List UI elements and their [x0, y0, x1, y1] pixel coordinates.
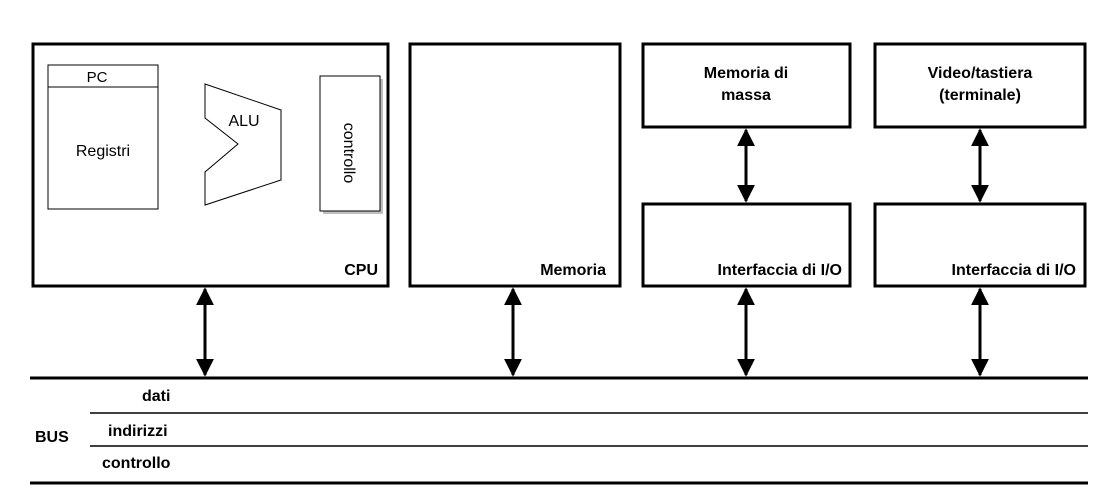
system-bus: BUS dati indirizzi controllo: [30, 376, 1088, 485]
registers-block: PC Registri: [47, 64, 159, 210]
bus-line-data-label: dati: [142, 388, 170, 405]
pc-label: PC: [87, 69, 108, 86]
io-interface-label: Interfaccia di I/O: [952, 262, 1076, 279]
memory-block: Memoria: [408, 42, 622, 288]
control-unit-block: controllo: [319, 75, 383, 214]
terminal-io-interface: Interfaccia di I/O: [873, 202, 1087, 288]
memory-label: Memoria: [540, 262, 606, 279]
terminal-label-line2: (terminale): [939, 87, 1021, 104]
io-interface-label: Interfaccia di I/O: [718, 262, 842, 279]
bus-label: BUS: [35, 429, 69, 446]
control-unit-label: controllo: [340, 123, 357, 184]
mass-storage-io-interface: Interfaccia di I/O: [641, 202, 852, 288]
bus-line-address-label: indirizzi: [108, 423, 168, 440]
mass-storage-block: Memoria di massa: [641, 42, 852, 129]
alu-label: ALU: [228, 113, 259, 130]
alu-block: ALU: [204, 83, 282, 206]
terminal-block: Video/tastiera (terminale): [873, 42, 1087, 129]
cpu-block: CPU PC Registri ALU controllo: [31, 42, 390, 288]
mass-storage-label-line1: Memoria di: [704, 65, 788, 82]
terminal-label-line1: Video/tastiera: [928, 65, 1033, 82]
bus-line-control-label: controllo: [102, 455, 171, 472]
cpu-label: CPU: [344, 262, 378, 279]
mass-storage-label-line2: massa: [721, 87, 771, 104]
registers-label: Registri: [76, 143, 130, 160]
